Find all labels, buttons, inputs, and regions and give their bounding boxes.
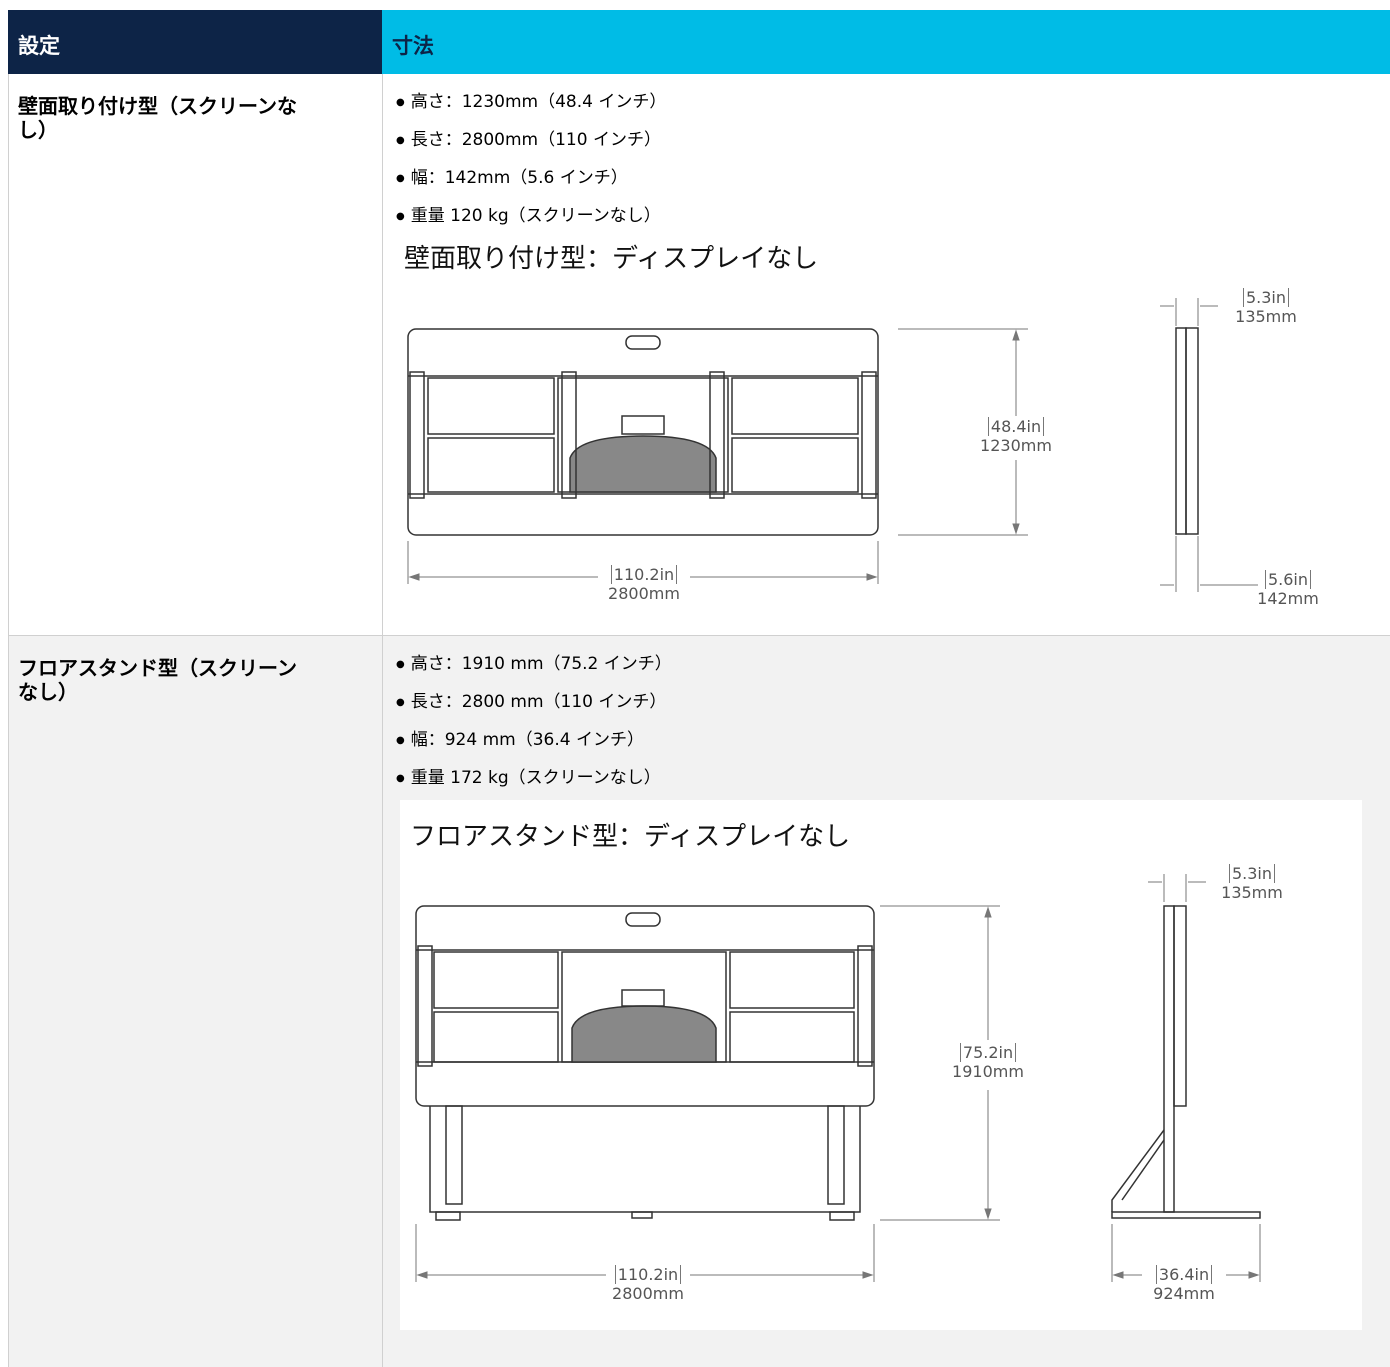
spec-item: 幅：924 mm（36.4 インチ） [396,729,672,767]
diagram-floor-stand: フロアスタンド型：ディスプレイなし [400,800,1362,1330]
spec-item: 高さ：1910 mm（75.2 インチ） [396,653,672,691]
header-setting-cell: 設定 [8,10,382,74]
spec-item: 長さ：2800mm（110 インチ） [396,129,666,167]
depth-bottom-dimension-label: 5.6in 142mm [1257,570,1319,608]
spec-item: 長さ：2800 mm（110 インチ） [396,691,672,729]
column-divider [382,74,383,1367]
spec-item: 高さ：1230mm（48.4 インチ） [396,91,667,129]
height-dimension-label: 75.2in 1910mm [952,1043,1024,1081]
setting-name-wall-mount: 壁面取り付け型（スクリーンなし） [18,94,297,142]
spec-table: 設定 寸法 壁面取り付け型（スクリーンなし） 高さ：1230mm（48.4 イン… [8,10,1390,1367]
spec-list-wall-mount: 高さ：1230mm（48.4 インチ） 長さ：2800mm（110 インチ） 幅… [396,91,667,243]
spec-list-floor-stand: 高さ：1910 mm（75.2 インチ） 長さ：2800 mm（110 インチ）… [396,653,672,805]
header-setting-label: 設定 [18,34,60,58]
floor-stand-drawing [415,874,1261,1282]
height-dimension-label: 48.4in 1230mm [980,417,1052,455]
depth-top-dimension-label: 5.3in 135mm [1235,288,1297,326]
setting-name-floor-stand: フロアスタンド型（スクリーンなし） [18,656,297,704]
spec-item: 重量 172 kg（スクリーンなし） [396,767,672,805]
header-dimensions-cell: 寸法 [382,10,1390,74]
width-dimension-label: 110.2in 2800mm [612,1265,684,1303]
row-divider [8,635,1390,636]
depth-top-dimension-label: 5.3in 135mm [1221,864,1283,902]
diagram-wall-mount: 壁面取り付け型：ディスプレイなし [398,236,1360,616]
spec-item: 幅：142mm（5.6 インチ） [396,167,666,205]
width-dimension-label: 110.2in 2800mm [608,565,680,603]
spec-item: 重量 120 kg（スクリーンなし） [396,205,666,243]
table-header: 設定 寸法 [8,10,1390,74]
table-left-border [8,74,9,1367]
wall-mount-drawing [407,298,1258,592]
diagram-title: フロアスタンド型：ディスプレイなし [410,822,851,852]
header-dimensions-label: 寸法 [392,34,434,58]
diagram-title: 壁面取り付け型：ディスプレイなし [404,244,819,274]
depth-bottom-dimension-label: 36.4in 924mm [1153,1265,1215,1303]
